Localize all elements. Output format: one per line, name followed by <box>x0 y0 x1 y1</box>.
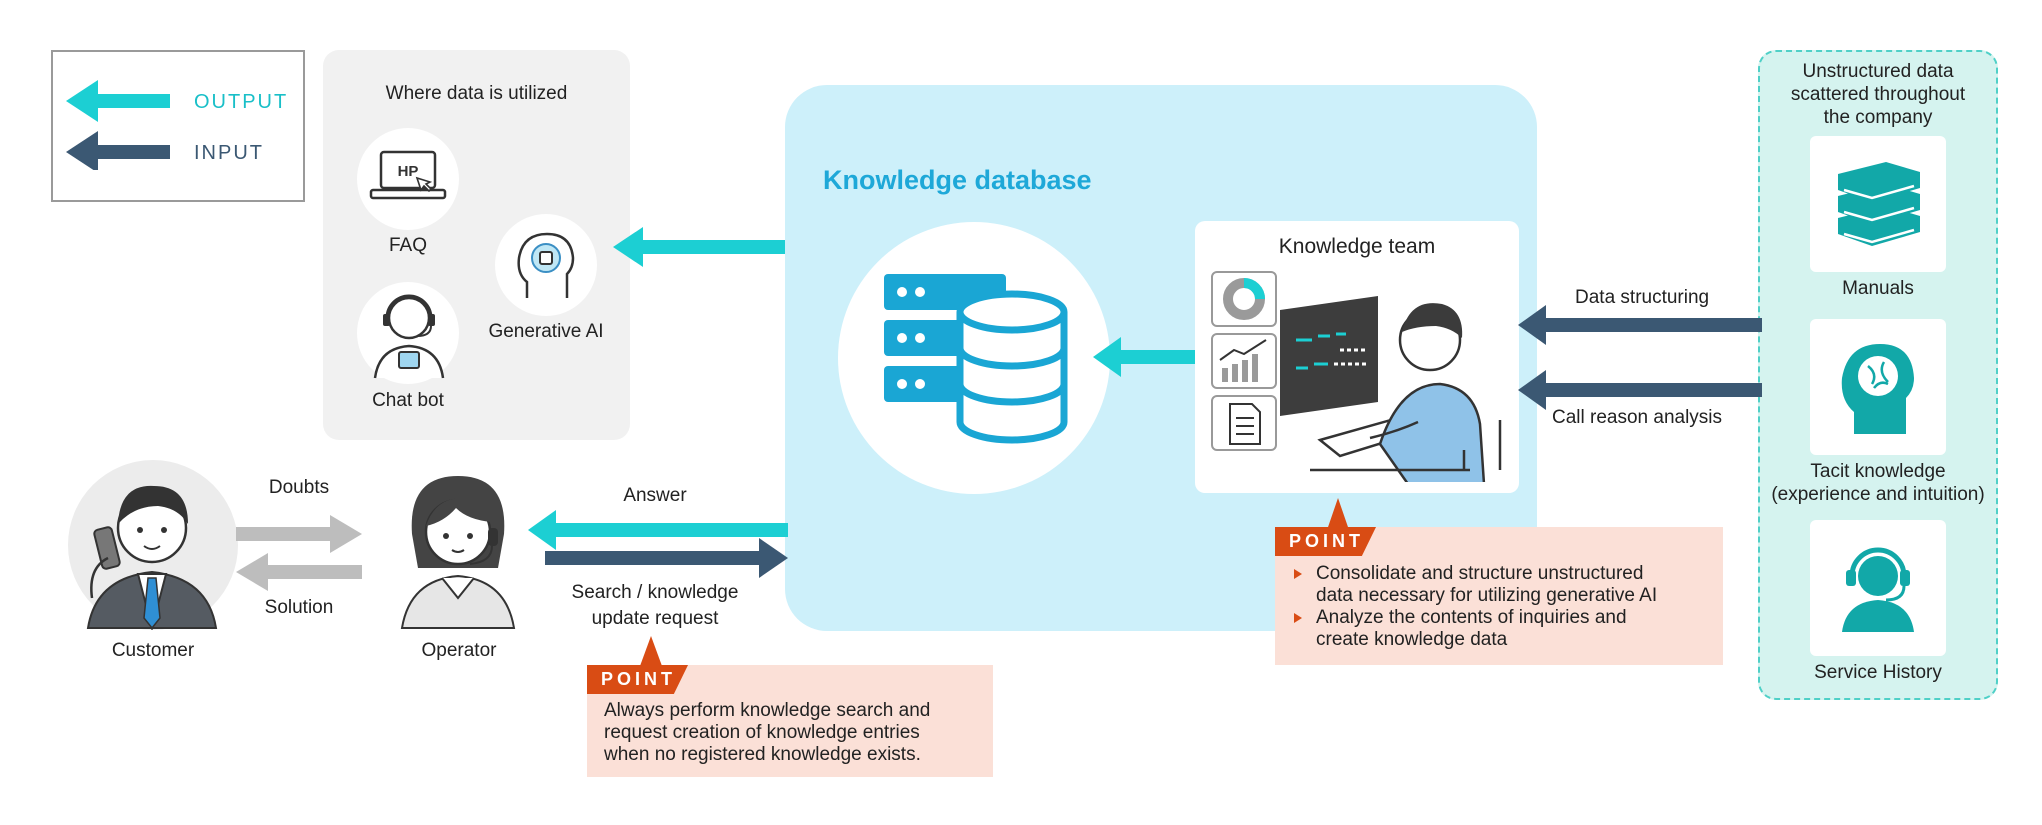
hp-label: HP <box>398 163 419 180</box>
legend-box <box>51 50 305 202</box>
point-team-text: Consolidate and structure unstructured d… <box>1288 563 1657 651</box>
analyst-person-icon <box>1310 303 1502 482</box>
solution-label: Solution <box>264 597 334 618</box>
legend-input-label: INPUT <box>194 142 264 164</box>
input-arrow-call-reason-icon <box>1518 370 1762 410</box>
unstructured-title-line-2: scattered throughout <box>1790 84 1966 105</box>
input-arrow-data-structuring-icon <box>1518 305 1762 345</box>
point-team-pointer-icon <box>1327 498 1349 530</box>
point-operator-pointer-icon <box>640 636 662 666</box>
call-reason-analysis-label: Call reason analysis <box>1552 407 1723 428</box>
customer-icon <box>86 485 218 630</box>
point-team-b1-line-2: data necessary for utilizing generative … <box>1316 585 1658 606</box>
doubts-solution-arrows-icon <box>236 515 362 591</box>
data-structuring-label: Data structuring <box>1575 287 1710 308</box>
brain-head-icon <box>517 232 575 298</box>
genai-label: Generative AI <box>488 321 604 342</box>
unstructured-title-line-3: the company <box>1823 107 1933 128</box>
utilized-title: Where data is utilized <box>385 83 568 104</box>
headset-person-teal-icon <box>1842 547 1914 632</box>
legend-output-label: OUTPUT <box>194 91 289 113</box>
unstructured-data-title: Unstructured data scattered throughout t… <box>1758 60 1998 129</box>
point-operator-line-2: request creation of knowledge entries <box>604 722 920 743</box>
customer-label: Customer <box>111 640 195 661</box>
point-operator-tag: POINT <box>587 665 689 694</box>
search-line-1: Search / knowledge <box>571 582 739 603</box>
point-team-bullet-1: Consolidate and structure unstructured d… <box>1288 563 1657 607</box>
monitor-icon <box>1280 296 1378 416</box>
document-icon <box>1211 395 1277 451</box>
unstructured-title-line-1: Unstructured data <box>1802 61 1954 82</box>
search-update-request-label: Search / knowledge update request <box>540 580 770 632</box>
analyst-at-computer-icon <box>1211 271 1502 482</box>
operator-icon <box>400 476 516 629</box>
output-arrow-to-database-icon <box>1093 337 1197 377</box>
output-arrow-to-utilized-icon <box>613 227 793 267</box>
answer-output-arrow-icon <box>528 510 788 550</box>
point-operator-line-1: Always perform knowledge search and <box>604 700 931 721</box>
search-input-arrow-icon <box>545 538 788 578</box>
tacit-knowledge-line-2: (experience and intuition) <box>1771 484 1985 505</box>
point-team-tag: POINT <box>1275 527 1377 556</box>
service-history-label: Service History <box>1814 662 1942 683</box>
database-server-icon <box>884 274 1068 444</box>
line-bar-chart-icon <box>1211 333 1277 389</box>
tacit-knowledge-line-1: Tacit knowledge <box>1810 461 1946 482</box>
point-team-bullet-2: Analyze the contents of inquiries and cr… <box>1288 607 1657 651</box>
search-line-2: update request <box>591 608 719 629</box>
books-icon <box>1838 162 1920 246</box>
point-team-b1-line-1: Consolidate and structure unstructured <box>1316 563 1644 584</box>
doubts-label: Doubts <box>268 477 330 498</box>
legend-input-arrow-icon <box>66 131 170 170</box>
chatbot-icon <box>373 294 445 379</box>
answer-label: Answer <box>623 485 687 506</box>
knowledge-database-title: Knowledge database <box>823 165 1092 195</box>
point-team-b2-line-2: create knowledge data <box>1316 629 1508 650</box>
brain-head-teal-icon <box>1841 344 1914 434</box>
operator-label: Operator <box>421 640 497 661</box>
point-team-b2-line-1: Analyze the contents of inquiries and <box>1316 607 1627 628</box>
legend-arrows <box>66 80 170 170</box>
legend-output-arrow-icon <box>66 80 170 122</box>
chatbot-label: Chat bot <box>372 390 444 411</box>
donut-chart-icon <box>1211 271 1277 327</box>
point-operator-text: Always perform knowledge search and requ… <box>604 700 930 766</box>
tacit-knowledge-label: Tacit knowledge (experience and intuitio… <box>1758 460 1998 506</box>
faq-label: FAQ <box>388 235 427 256</box>
knowledge-team-title: Knowledge team <box>1278 235 1436 258</box>
manuals-label: Manuals <box>1842 278 1914 299</box>
laptop-icon: HP <box>369 150 447 200</box>
point-operator-line-3: when no registered knowledge exists. <box>604 744 921 765</box>
